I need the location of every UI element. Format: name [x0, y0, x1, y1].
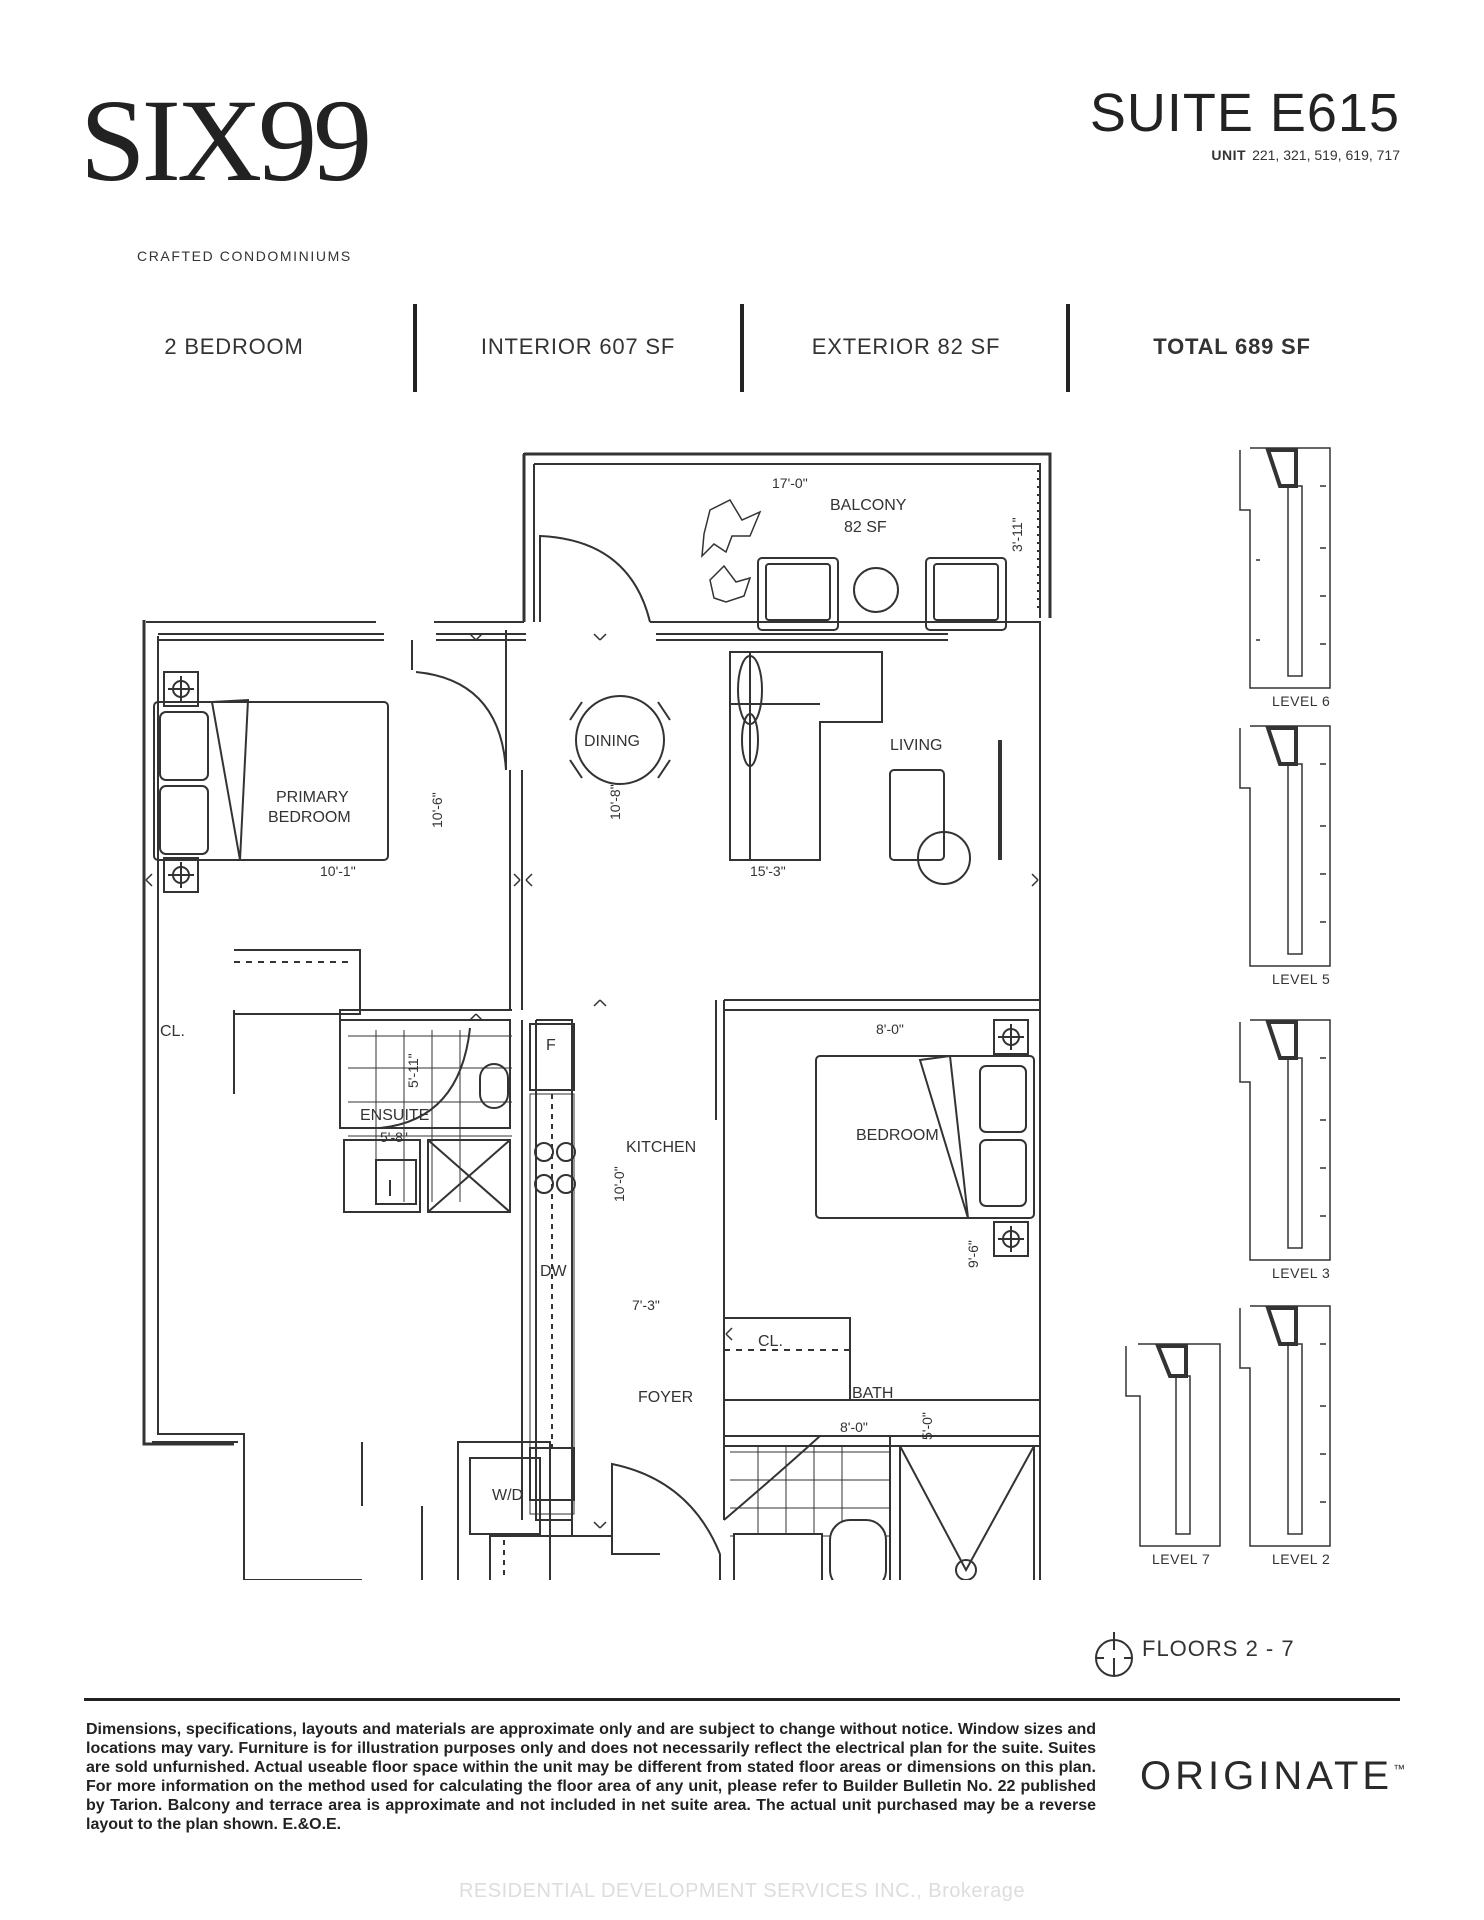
dim-ensuite-width: 5'-8": [380, 1129, 408, 1145]
footer-rule: [84, 1698, 1400, 1701]
dim-kitchen-depth: 10'-0": [611, 1166, 627, 1202]
dim-foyer-width: 7'-3": [632, 1297, 660, 1313]
spec-divider: [740, 304, 744, 392]
spec-divider: [1066, 304, 1070, 392]
room-area-balcony: 82 SF: [844, 519, 887, 536]
floor-plan: BALCONY 82 SF DINING LIVING PRIMARY BEDR…: [142, 452, 1052, 1580]
key-plan-level-6: [1239, 447, 1331, 689]
suite-title: SUITE E615: [1089, 83, 1400, 143]
dim-ensuite-depth: 5'-11": [405, 1053, 421, 1088]
key-plans: LEVEL 6 LEVEL 5 LEVEL 3 LEVEL 7 LEVEL 2: [1125, 447, 1331, 1567]
dishwasher-label: DW: [540, 1263, 568, 1280]
six99-logo: SIX99: [80, 75, 372, 206]
unit-list: 221, 321, 519, 619, 717: [1252, 147, 1400, 163]
dim-bath-width: 8'-0": [840, 1419, 868, 1435]
key-plan-level-7: [1125, 1343, 1221, 1547]
room-label-bedroom: BEDROOM: [856, 1127, 939, 1144]
unit-label: UNIT: [1211, 147, 1247, 163]
dim-primary-depth: 10'-6": [429, 792, 445, 828]
room-label-foyer: FOYER: [638, 1389, 693, 1406]
fridge-label: F: [546, 1037, 556, 1054]
level-label: LEVEL 2: [1272, 1551, 1330, 1567]
room-label-primary-bedroom: BEDROOM: [268, 809, 351, 826]
spec-exterior: EXTERIOR 82 SF: [811, 334, 1001, 359]
disclaimer-text: Dimensions, specifications, layouts and …: [86, 1721, 1096, 1833]
dim-dining-depth: 10'-8": [607, 784, 623, 820]
dim-bath-depth: 5'-0": [919, 1412, 935, 1440]
dim-bedroom-width: 8'-0": [876, 1021, 904, 1037]
room-label-dining: DINING: [584, 733, 640, 750]
key-plan-level-2: [1239, 1305, 1331, 1547]
floors-range: FLOORS 2 - 7: [1142, 1636, 1295, 1661]
room-label-balcony: BALCONY: [830, 497, 907, 514]
washer-dryer-label: W/D: [492, 1487, 523, 1504]
spec-divider: [413, 304, 417, 392]
logo-tagline: CRAFTED CONDOMINIUMS: [137, 248, 352, 264]
level-label: LEVEL 7: [1152, 1551, 1210, 1567]
dim-bedroom-depth: 9'-6": [965, 1240, 981, 1268]
closet-label: CL.: [758, 1333, 783, 1350]
closet-label: CL.: [472, 1579, 497, 1580]
key-plan-level-5: [1239, 725, 1331, 967]
dim-primary-width: 10'-1": [320, 863, 356, 879]
key-plan-level-3: [1239, 1019, 1331, 1261]
trademark-symbol: ™: [1393, 1762, 1406, 1776]
unit-numbers: UNIT 221, 321, 519, 619, 717: [1211, 147, 1400, 163]
room-label-ensuite: ENSUITE: [360, 1107, 429, 1124]
spec-total: TOTAL 689 SF: [1153, 334, 1311, 359]
originate-logo: ORIGINATE™: [1140, 1754, 1405, 1799]
developer-name: ORIGINATE: [1140, 1754, 1394, 1798]
room-label-bath: BATH: [852, 1385, 893, 1402]
level-label: LEVEL 5: [1272, 971, 1330, 987]
room-label-living: LIVING: [890, 737, 942, 754]
spec-interior: INTERIOR 607 SF: [480, 334, 676, 359]
dim-living-width: 15'-3": [750, 863, 786, 879]
room-label-kitchen: KITCHEN: [626, 1139, 696, 1156]
dim-balcony-width: 17'-0": [772, 475, 808, 491]
spec-bedrooms: 2 BEDROOM: [164, 334, 304, 359]
level-label: LEVEL 6: [1272, 693, 1330, 709]
closet-label: CL.: [160, 1023, 185, 1040]
level-label: LEVEL 3: [1272, 1265, 1330, 1281]
room-label-primary: PRIMARY: [276, 789, 349, 806]
dim-balcony-depth: 3'-11": [1009, 517, 1025, 552]
north-compass-icon: [1095, 1632, 1133, 1677]
brokerage-watermark: RESIDENTIAL DEVELOPMENT SERVICES INC., B…: [458, 1880, 1026, 1902]
